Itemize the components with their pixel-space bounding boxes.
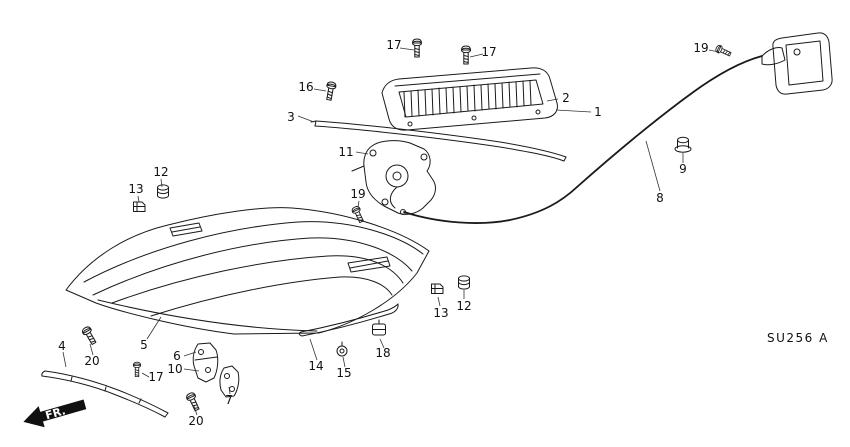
part-callout-10: 10	[167, 362, 183, 376]
part-callout-12-left: 12	[153, 165, 169, 179]
hood-seal-strip	[310, 120, 567, 162]
cable-grommet	[674, 136, 692, 153]
part-callout-17-top-left: 17	[386, 38, 402, 52]
fr-arrow: FR.	[23, 399, 87, 428]
part-callout-8: 8	[656, 191, 664, 205]
bolt-17-hinge	[132, 361, 142, 378]
leader-lines	[62, 47, 720, 416]
part-callout-18: 18	[375, 346, 391, 360]
part-callout-15: 15	[336, 366, 352, 380]
part-callout-12-right: 12	[456, 299, 472, 313]
part-callout-3: 3	[287, 110, 295, 124]
part-callout-14: 14	[308, 359, 324, 373]
part-callout-16: 16	[298, 80, 314, 94]
fr-label: FR.	[44, 404, 67, 422]
diagram-code: SU256 A	[767, 331, 829, 345]
bolt-16	[323, 80, 337, 102]
clip-13-left	[133, 201, 146, 212]
part-callout-1: 1	[594, 105, 602, 119]
bolt-19-latch	[350, 204, 366, 224]
bolt-17-top-right	[461, 45, 471, 65]
part-callout-17-top-right: 17	[481, 45, 497, 59]
release-cable	[403, 55, 763, 224]
release-handle	[761, 32, 833, 95]
bolt-20-bottom	[184, 391, 202, 413]
part-callout-5: 5	[140, 338, 148, 352]
cushion-12-left	[157, 184, 169, 199]
part-callout-20-bottom: 20	[188, 414, 204, 428]
bolt-20-left	[80, 325, 99, 347]
front-molding	[41, 370, 169, 418]
part-callout-20-left: 20	[84, 354, 100, 368]
hood-latch-assembly	[351, 140, 436, 215]
part-callout-11: 11	[338, 145, 354, 159]
part-callout-13-left: 13	[128, 182, 144, 196]
clip-13-right	[431, 283, 444, 294]
cable-end-fitting	[400, 209, 406, 215]
vent-grille-panel	[381, 67, 558, 131]
hood-hinge-lower	[219, 365, 240, 398]
part-callout-17-hinge: 17	[148, 370, 164, 384]
part-callout-19-latch: 19	[350, 187, 366, 201]
part-callout-13-right: 13	[433, 306, 449, 320]
grille-hatch-lines	[403, 80, 532, 118]
cushion-12-right	[458, 275, 470, 290]
part-callout-7: 7	[225, 393, 233, 407]
rod-clip	[372, 319, 386, 336]
hood-support-rod	[298, 303, 399, 337]
pin-19-cable	[714, 43, 733, 59]
part-callout-19-cable: 19	[693, 41, 709, 55]
hood-panel	[65, 207, 430, 335]
part-callout-4: 4	[58, 339, 66, 353]
rod-grommet	[336, 341, 348, 357]
part-callout-2: 2	[562, 91, 570, 105]
part-callout-6: 6	[173, 349, 181, 363]
part-callout-9: 9	[679, 162, 687, 176]
hood-hinge-upper	[192, 342, 219, 383]
bolt-17-top-left	[412, 38, 422, 58]
